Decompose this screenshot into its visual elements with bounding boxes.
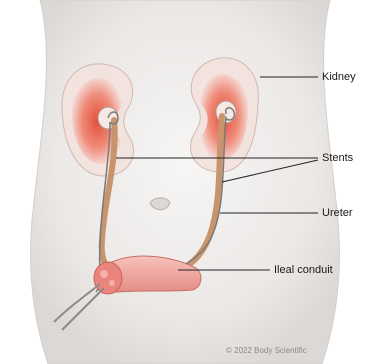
kidney-label: Kidney <box>322 71 356 83</box>
torso <box>31 0 340 364</box>
copyright-credit: © 2022 Body Scientific <box>226 346 307 356</box>
stents-label: Stents <box>322 152 353 164</box>
ureter-label: Ureter <box>322 207 353 219</box>
ileal-conduit-label: Ileal conduit <box>274 264 333 276</box>
